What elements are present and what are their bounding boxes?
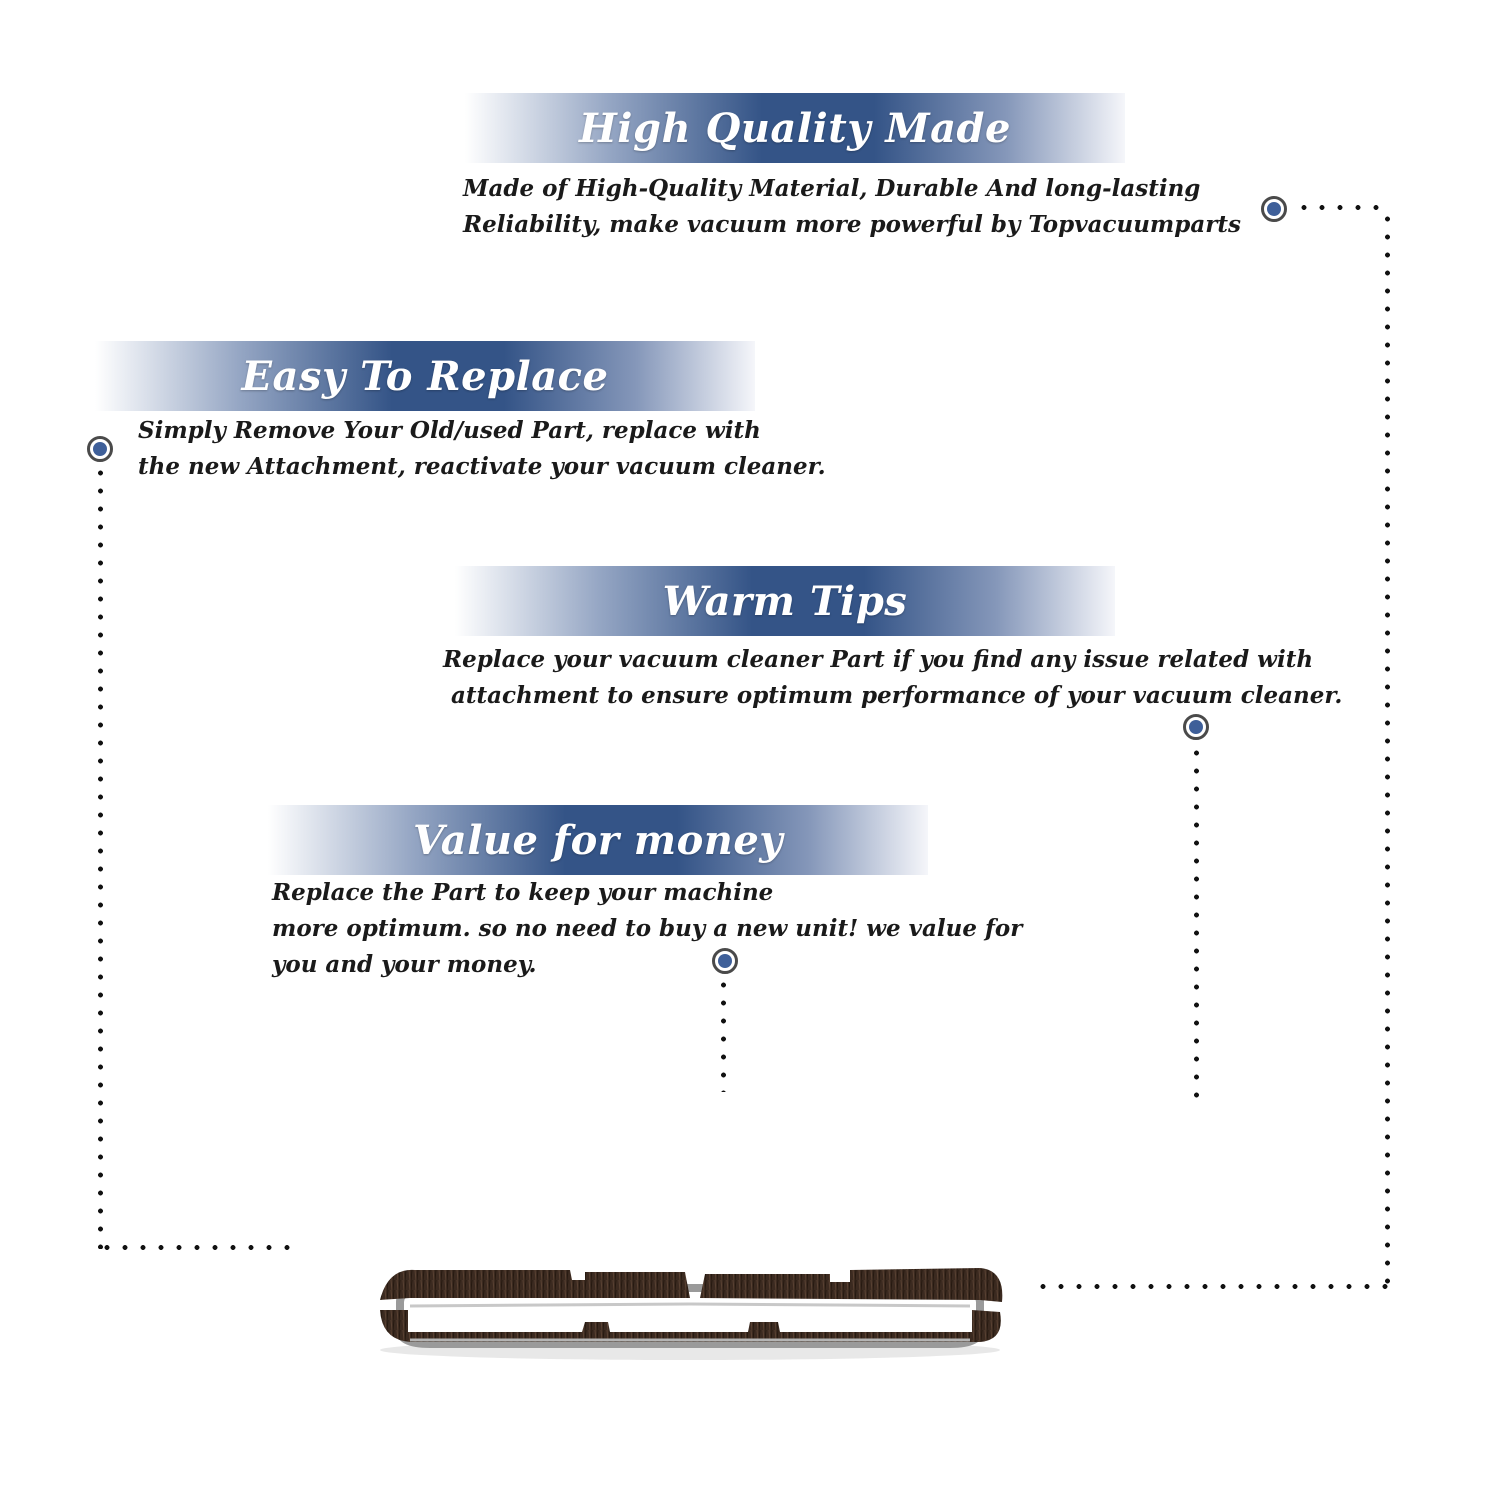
dotted-connector	[1194, 744, 1199, 1104]
description-line: Replace the Part to keep your machine	[272, 879, 774, 906]
description-line: attachment to ensure optimum performance…	[443, 682, 1343, 709]
section-title: Easy To Replace	[241, 352, 609, 400]
description-line: Simply Remove Your Old/used Part, replac…	[138, 417, 761, 444]
section-description: Made of High-Quality Material, Durable A…	[463, 171, 1241, 243]
section-title: Warm Tips	[662, 577, 908, 625]
vacuum-brush-strip-image	[380, 1268, 1003, 1360]
connector-marker-icon	[1183, 714, 1209, 740]
section-title: Value for money	[412, 816, 784, 864]
section-title: High Quality Made	[579, 104, 1011, 152]
dotted-connector	[98, 464, 103, 1249]
dotted-connector	[1295, 205, 1390, 210]
description-line: Reliability, make vacuum more powerful b…	[463, 211, 1241, 238]
section-banner-easy-replace: Easy To Replace	[95, 341, 755, 411]
dotted-connector	[1385, 210, 1390, 1290]
brush-bristles	[700, 1268, 1003, 1302]
brush-bristles	[380, 1269, 690, 1300]
section-banner-high-quality: High Quality Made	[465, 93, 1125, 163]
brush-bristles	[380, 1310, 1001, 1342]
dotted-connector	[98, 1245, 298, 1250]
description-line: more optimum. so no need to buy a new un…	[272, 915, 1023, 942]
connector-marker-icon	[87, 436, 113, 462]
description-line: you and your money.	[272, 951, 537, 978]
section-description: Simply Remove Your Old/used Part, replac…	[138, 413, 826, 485]
section-description: Replace your vacuum cleaner Part if you …	[443, 642, 1342, 714]
dotted-connector	[1034, 1284, 1390, 1289]
connector-marker-icon	[712, 948, 738, 974]
section-banner-value-money: Value for money	[268, 805, 928, 875]
section-banner-warm-tips: Warm Tips	[455, 566, 1115, 636]
connector-marker-icon	[1261, 196, 1287, 222]
description-line: Made of High-Quality Material, Durable A…	[463, 175, 1201, 202]
section-description: Replace the Part to keep your machine mo…	[272, 875, 1022, 983]
description-line: Replace your vacuum cleaner Part if you …	[443, 646, 1314, 673]
dotted-connector	[721, 976, 726, 1092]
description-line: the new Attachment, reactivate your vacu…	[138, 453, 826, 480]
